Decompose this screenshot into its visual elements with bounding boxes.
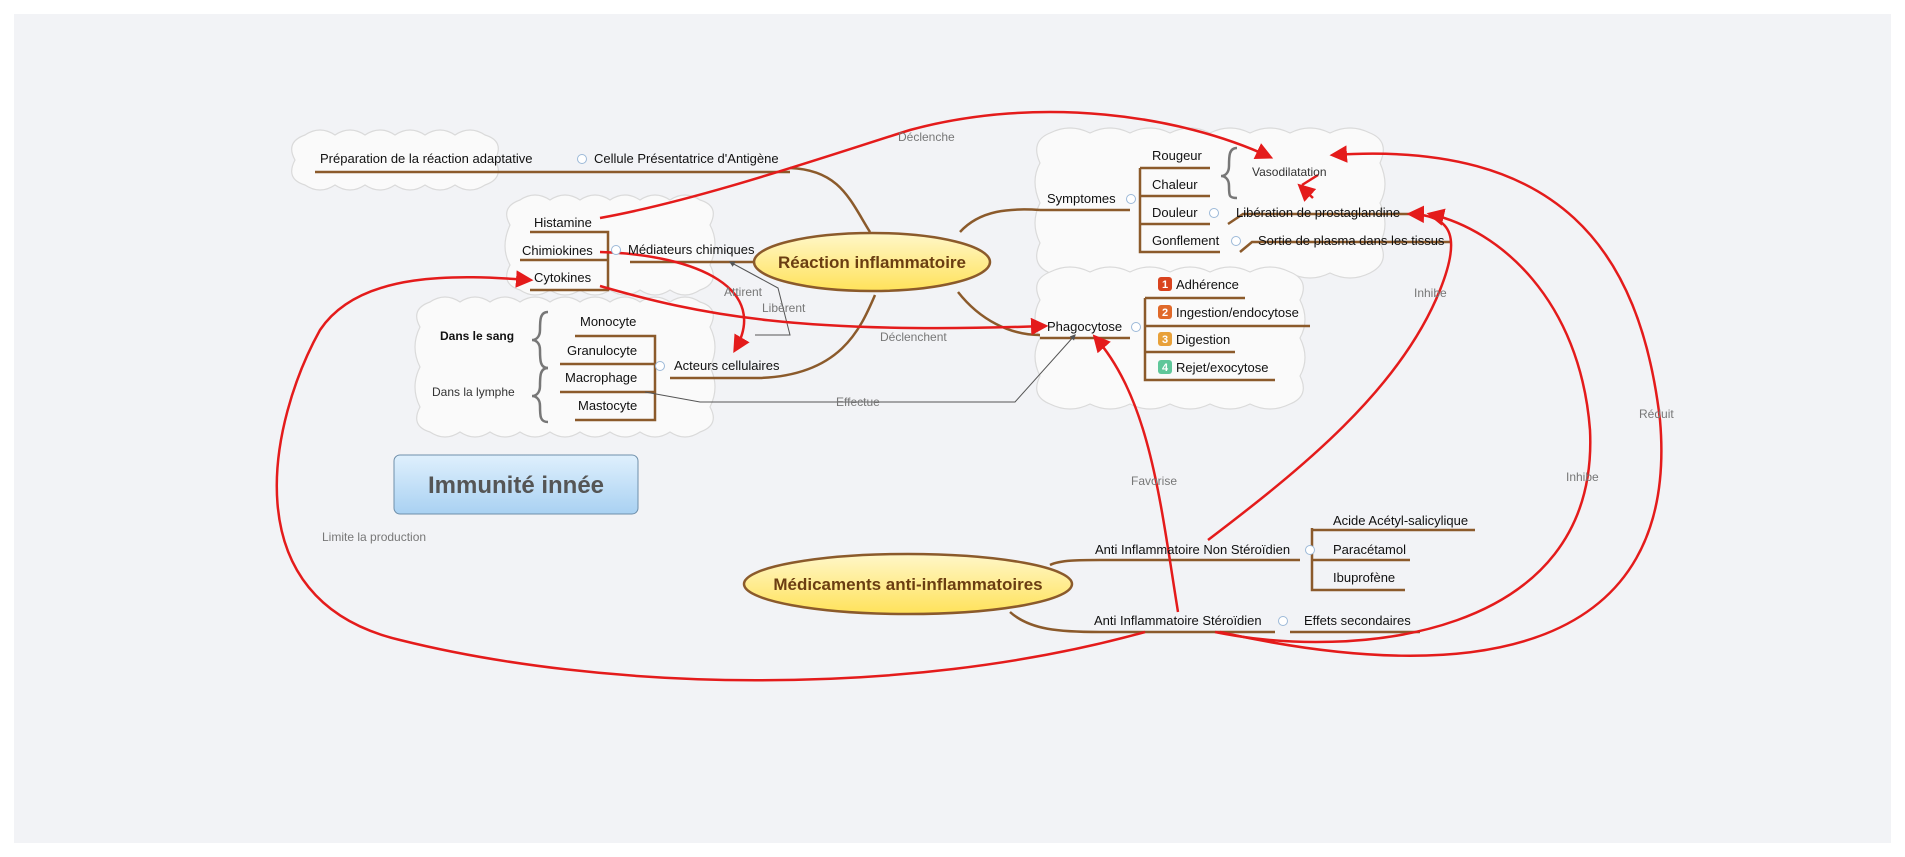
step-3-badge [1158, 332, 1172, 346]
relation-effectue: Effectue [836, 395, 880, 409]
dans-le-sang-label: Dans le sang [440, 329, 514, 343]
cloud-mediateurs [504, 194, 716, 296]
douleur-label[interactable]: Douleur [1152, 205, 1198, 220]
liberation-label[interactable]: Libération de prostaglandine [1236, 205, 1400, 220]
main-title-box[interactable] [393, 454, 639, 515]
ains-label[interactable]: Anti Inflammatoire Non Stéroïdien [1095, 542, 1290, 557]
phagocytose-steps: 1 Adhérence 2 Ingestion/endocytose 3 Dig… [1158, 277, 1299, 375]
step-1-label[interactable]: Adhérence [1176, 277, 1239, 292]
relation-declenchent: Déclenchent [880, 330, 947, 344]
branch-connectors [315, 166, 1475, 634]
phagocytose-label[interactable]: Phagocytose [1047, 319, 1122, 334]
cloud-acteurs [414, 296, 716, 438]
relation-inhibe-ais: Inhibe [1566, 470, 1599, 484]
step-4-number: 4 [1162, 362, 1169, 374]
mastocyte-label[interactable]: Mastocyte [578, 398, 637, 413]
chaleur-label[interactable]: Chaleur [1152, 177, 1198, 192]
red-relations [275, 110, 1663, 682]
step-1-badge [1158, 277, 1172, 291]
macrophage-label[interactable]: Macrophage [565, 370, 637, 385]
symptomes-label[interactable]: Symptomes [1047, 191, 1116, 206]
cloud-preparation [291, 129, 499, 191]
monocyte-label[interactable]: Monocyte [580, 314, 636, 329]
rougeur-label[interactable]: Rougeur [1152, 148, 1203, 163]
paracetamol-label[interactable]: Paracétamol [1333, 542, 1406, 557]
ais-label[interactable]: Anti Inflammatoire Stéroïdien [1094, 613, 1262, 628]
mediateurs-label[interactable]: Médiateurs chimiques [628, 242, 755, 257]
step-2-number: 2 [1162, 307, 1168, 319]
step-2-label[interactable]: Ingestion/endocytose [1176, 305, 1299, 320]
step-4-label[interactable]: Rejet/exocytose [1176, 360, 1269, 375]
effets-label[interactable]: Effets secondaires [1304, 613, 1411, 628]
grey-relations [644, 261, 1076, 403]
reaction-topic-label: Réaction inflammatoire [778, 253, 966, 272]
relation-limite: Limite la production [322, 530, 426, 544]
step-4-badge [1158, 360, 1172, 374]
dans-la-lymphe-label: Dans la lymphe [432, 385, 515, 399]
braces [531, 146, 1238, 424]
relation-attirent: Attirent [724, 285, 763, 299]
relation-reduit: Réduit [1639, 407, 1674, 421]
histamine-label[interactable]: Histamine [534, 215, 592, 230]
collapse-toggles[interactable] [577, 154, 1315, 626]
acteurs-label[interactable]: Acteurs cellulaires [674, 358, 780, 373]
reaction-topic[interactable] [752, 231, 992, 293]
step-1-number: 1 [1162, 279, 1168, 291]
vasodilatation-label: Vasodilatation [1252, 165, 1327, 179]
relation-inhibe-ains: Inhibe [1414, 286, 1447, 300]
aspirine-label[interactable]: Acide Acétyl-salicylique [1333, 513, 1468, 528]
sortie-label[interactable]: Sortie de plasma dans les tissus [1258, 233, 1445, 248]
ibuprofene-label[interactable]: Ibuprofène [1333, 570, 1395, 585]
step-3-number: 3 [1162, 334, 1168, 346]
preparation-label[interactable]: Préparation de la réaction adaptative [320, 151, 532, 166]
medicaments-topic-label: Médicaments anti-inflammatoires [773, 575, 1042, 594]
cytokines-label[interactable]: Cytokines [534, 270, 592, 285]
chimiokines-label[interactable]: Chimiokines [522, 243, 593, 258]
relation-declenche: Déclenche [898, 130, 955, 144]
granulocyte-label[interactable]: Granulocyte [567, 343, 637, 358]
gonflement-label[interactable]: Gonflement [1152, 233, 1220, 248]
relation-favorise: Favorise [1131, 474, 1177, 488]
cpa-label[interactable]: Cellule Présentatrice d'Antigène [594, 151, 779, 166]
step-2-badge [1158, 305, 1172, 319]
medicaments-topic[interactable] [742, 552, 1074, 616]
step-3-label[interactable]: Digestion [1176, 332, 1230, 347]
relation-liberent: Libèrent [762, 301, 806, 315]
main-title: Immunité innée [428, 472, 604, 499]
